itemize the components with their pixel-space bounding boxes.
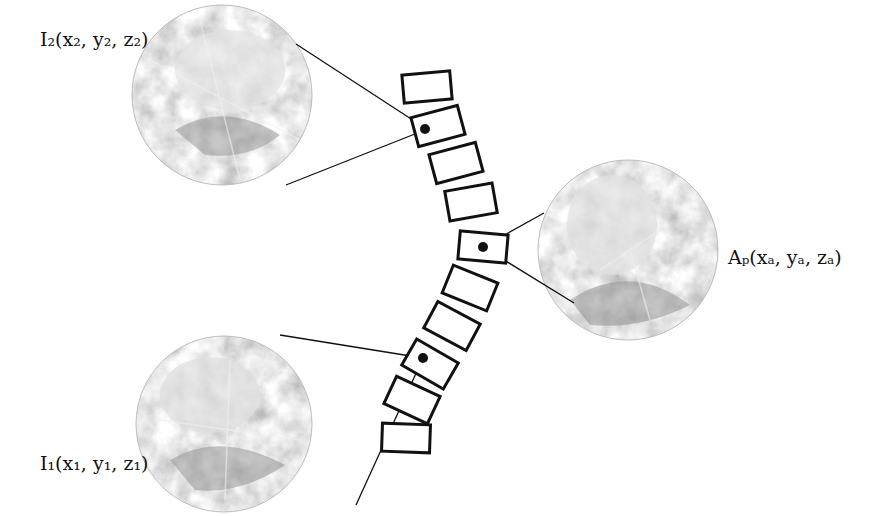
image-streak: [160, 360, 300, 500]
point-label: I₂(x₂, y₂, z₂): [40, 28, 148, 51]
vertebra: [424, 301, 480, 350]
image-region: [175, 116, 280, 156]
section-image: [134, 334, 316, 516]
point-label: I₁(x₁, y₁, z₁): [40, 452, 148, 475]
section-image: [536, 158, 720, 342]
section-outline: [132, 5, 312, 185]
image-streak: [600, 230, 660, 320]
vertebra: [445, 183, 497, 221]
image-texture: [134, 334, 316, 516]
section-outline: [538, 160, 718, 340]
vertebra: [442, 265, 498, 311]
leader-line: [280, 335, 423, 358]
image-texture: [130, 3, 314, 187]
vertebra: [458, 231, 508, 263]
vertebra: [411, 105, 465, 146]
point-label: Aₚ(xₐ, yₐ, zₐ): [728, 246, 842, 269]
section-image: [130, 3, 314, 187]
vertebra: [429, 142, 483, 183]
vertebra: [382, 423, 431, 453]
spine: [382, 71, 509, 453]
image-streak: [150, 20, 300, 180]
image-region: [175, 30, 285, 110]
vertebra: [384, 376, 440, 423]
image-texture: [536, 158, 720, 342]
marker-dot: [420, 124, 430, 134]
vertebra: [402, 71, 452, 103]
section-outline: [136, 336, 312, 512]
marker-dot: [418, 353, 428, 363]
marker-dot: [478, 242, 488, 252]
image-region: [170, 446, 285, 491]
leader-lines: [280, 44, 574, 505]
image-region: [567, 175, 657, 275]
leader-line: [286, 130, 425, 185]
image-region: [570, 281, 690, 326]
marker-dots: [418, 124, 488, 363]
